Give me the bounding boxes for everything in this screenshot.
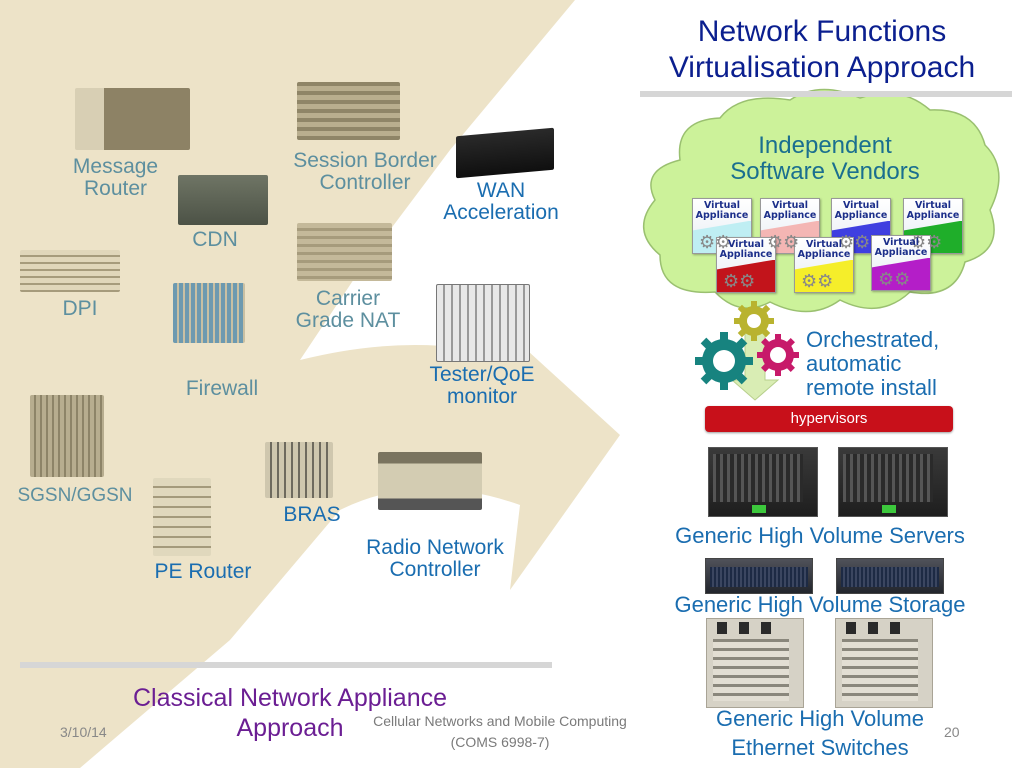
wan-acceleration-image — [456, 127, 554, 179]
nfv-title-line2: Virtualisation Approach — [668, 51, 976, 84]
servers-label: Generic High Volume Servers — [675, 523, 965, 548]
storage-label: Generic High Volume Storage — [674, 592, 966, 617]
dpi-image — [20, 250, 120, 292]
gear-icon: ⚙⚙ — [878, 269, 911, 289]
appliance-label-firewall: Firewall — [185, 377, 259, 400]
carrier-grade-nat-image — [297, 223, 392, 281]
storage-image-1 — [705, 558, 813, 594]
gear-icon-magenta — [757, 334, 799, 376]
gear-icon-olive — [734, 301, 774, 341]
orchestration-gears — [695, 301, 799, 390]
beige-chevron-arrow — [0, 0, 620, 768]
gear-icon-teal — [695, 332, 753, 390]
isv-cloud-title: Independent Software Vendors — [680, 133, 970, 185]
nfv-title: Network Functions Virtualisation Approac… — [620, 14, 1024, 86]
session-border-controller-image — [297, 82, 400, 140]
gear-icon: ⚙⚙ — [699, 232, 732, 252]
footer-course: Cellular Networks and Mobile Computing (… — [373, 713, 627, 750]
server-image-2 — [838, 447, 948, 517]
gear-icon: ⚙⚙ — [767, 232, 800, 252]
isv-title-line2: Software Vendors — [730, 157, 920, 185]
isv-title-line1: Independent — [758, 132, 892, 159]
classical-approach-title: Classical Network Appliance Approach — [80, 683, 500, 743]
firewall-image — [173, 283, 245, 343]
nfv-title-line1: Network Functions — [697, 15, 947, 48]
pe-router-image — [153, 478, 211, 556]
switch-image-2 — [835, 618, 933, 708]
message-router-image — [75, 88, 190, 150]
bras-image — [265, 442, 333, 498]
appliance-label-pe-router: PE Router — [154, 560, 252, 583]
switch-image-1 — [706, 618, 804, 708]
storage-image-2 — [836, 558, 944, 594]
appliance-label-dpi: DPI — [62, 297, 98, 320]
right-title-rule — [640, 91, 1012, 97]
footer-date: 3/10/14 — [60, 724, 107, 740]
sgsn-ggsn-image — [30, 395, 104, 477]
cdn-image — [178, 175, 268, 225]
appliance-label-cdn: CDN — [192, 228, 238, 251]
radio-network-controller-image — [378, 452, 482, 510]
classical-title-line1: Classical Network Appliance — [132, 684, 448, 712]
left-title-rule — [20, 662, 552, 668]
appliance-label-sgsn-ggsn: SGSN/GGSN — [17, 485, 133, 506]
server-image-1 — [708, 447, 818, 517]
switches-label: Generic High Volume Ethernet Switches — [716, 706, 924, 760]
orchestration-label: Orchestrated, automatic remote install — [806, 327, 940, 400]
gear-icon: ⚙⚙ — [723, 271, 756, 291]
classical-title-line2: Approach — [236, 714, 344, 742]
gear-icon: ⚙⚙ — [801, 271, 834, 291]
appliance-label-bras: BRAS — [283, 503, 341, 526]
hypervisors-bar: hypervisors — [705, 406, 953, 432]
tester-qoe-monitor-image — [436, 284, 530, 362]
footer-page-number: 20 — [944, 724, 960, 740]
gear-icon: ⚙⚙ — [838, 232, 871, 252]
gear-icon: ⚙⚙ — [910, 232, 943, 252]
